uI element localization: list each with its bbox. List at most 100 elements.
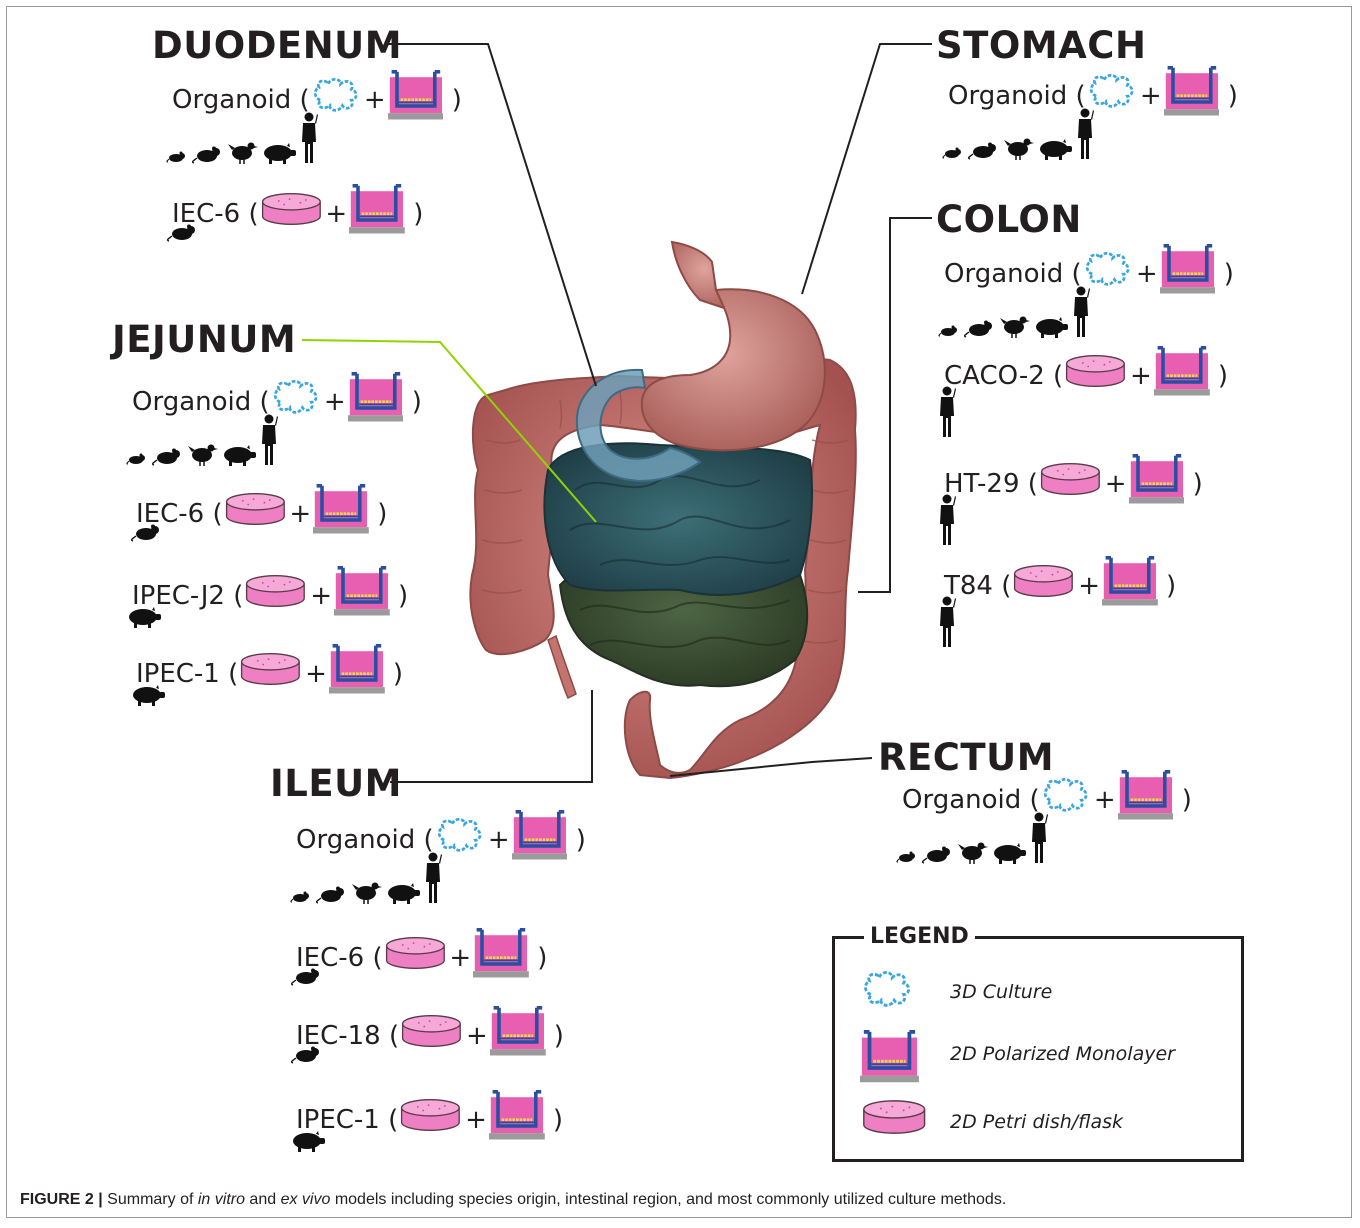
- open-paren: (: [240, 196, 258, 232]
- duodenum-region-title: DUODENUM: [152, 26, 402, 66]
- colon-species-strip: [938, 386, 959, 442]
- model-label: CACO-2: [944, 358, 1045, 394]
- duodenum-species-strip: [166, 224, 203, 246]
- petri-dish-icon: [1038, 461, 1103, 507]
- transwell-monolayer-icon: [1102, 556, 1158, 616]
- open-paren: (: [220, 656, 238, 692]
- human-icon: [1076, 108, 1094, 164]
- duodenum-species-strip: [166, 112, 321, 168]
- plus-sign: +: [447, 940, 473, 976]
- rat-icon: [963, 320, 997, 342]
- jejunum-species-strip: [130, 524, 167, 546]
- close-paren: ): [529, 940, 547, 976]
- plus-sign: +: [287, 496, 313, 532]
- plus-sign: +: [1076, 568, 1102, 604]
- transwell-monolayer-icon: [313, 484, 369, 544]
- open-paren: (: [1045, 358, 1063, 394]
- plus-sign: +: [1103, 466, 1129, 502]
- open-paren: (: [993, 568, 1011, 604]
- plus-sign: +: [322, 384, 348, 420]
- plus-sign: +: [463, 1102, 489, 1138]
- petri-dish-icon: [383, 935, 448, 981]
- transwell-monolayer-icon: [1129, 454, 1185, 514]
- petri-dish-icon: [259, 191, 324, 237]
- transwell-monolayer-icon: [1164, 66, 1220, 126]
- petri-dish-icon: [238, 651, 303, 697]
- petri-dish-icon: [399, 1013, 464, 1059]
- close-paren: ): [403, 384, 421, 420]
- colon-model-row: T84 (+ ): [944, 556, 1176, 616]
- close-paren: ): [1158, 568, 1176, 604]
- jejunum-model-row: IPEC-J2 (+ ): [132, 566, 408, 626]
- open-paren: (: [364, 940, 382, 976]
- rat-icon: [191, 146, 225, 168]
- human-icon: [938, 494, 956, 550]
- chicken-icon: [188, 442, 218, 470]
- mouse-icon: [290, 889, 312, 908]
- caption-text-part: models including species origin, intesti…: [330, 1191, 1006, 1208]
- close-paren: ): [1219, 78, 1237, 114]
- colon-model-row: CACO-2 (+ ): [944, 346, 1228, 406]
- rat-icon: [315, 886, 349, 908]
- open-paren: (: [380, 1102, 398, 1138]
- stomach-species-strip: [942, 108, 1097, 164]
- close-paren: ): [1184, 466, 1202, 502]
- plus-sign: +: [362, 82, 388, 118]
- jejunum-model-row: IPEC-1 (+ ): [136, 644, 403, 704]
- plus-sign: +: [303, 656, 329, 692]
- plus-sign: +: [1138, 78, 1164, 114]
- petri-dish-icon: [1063, 353, 1128, 399]
- human-icon: [1030, 812, 1048, 868]
- petri-dish-icon: [223, 491, 288, 537]
- transwell-monolayer-icon: [490, 1006, 546, 1066]
- caption-text-part: ex vivo: [281, 1191, 331, 1208]
- chicken-icon: [1004, 136, 1034, 164]
- ileum-model-row: IEC-18 (+ ): [296, 1006, 564, 1066]
- human-icon: [300, 112, 318, 168]
- jejunum-species-strip: [126, 414, 281, 470]
- pig-icon: [130, 684, 166, 710]
- open-paren: (: [204, 496, 222, 532]
- petri-dish-icon: [243, 573, 308, 619]
- ileum-species-strip: [290, 968, 327, 990]
- jejunum-region-title: JEJUNUM: [112, 320, 296, 360]
- human-icon: [424, 852, 442, 908]
- rat-icon: [290, 968, 324, 990]
- pig-icon: [1033, 316, 1069, 342]
- plus-sign: +: [323, 196, 349, 232]
- pig-icon: [1037, 138, 1073, 164]
- stomach-leader-line: [802, 44, 932, 294]
- pig-icon: [126, 606, 162, 632]
- jejunum-model-row: IEC-6 (+ ): [136, 484, 387, 544]
- human-icon: [1072, 286, 1090, 342]
- jejunum-species-strip: [126, 606, 165, 632]
- chicken-icon: [228, 140, 258, 168]
- pig-icon: [991, 842, 1027, 868]
- jejunum-species-strip: [130, 684, 169, 710]
- figure-caption: FIGURE 2 | Summary of in vitro and ex vi…: [20, 1189, 1006, 1211]
- mouse-icon: [166, 149, 188, 168]
- close-paren: ): [567, 822, 585, 858]
- close-paren: ): [546, 1018, 564, 1054]
- plus-sign: +: [1092, 782, 1118, 818]
- mouse-icon: [942, 145, 964, 164]
- ileum-species-strip: [290, 1130, 329, 1156]
- colon-species-strip: [938, 286, 1093, 342]
- pig-icon: [221, 444, 257, 470]
- ileum-species-strip: [290, 1046, 327, 1068]
- transwell-monolayer-icon: [334, 566, 390, 626]
- close-paren: ): [545, 1102, 563, 1138]
- appendix-shape: [548, 636, 576, 698]
- legend-organoid-icon: [860, 968, 915, 1014]
- ileum-leader-line: [390, 690, 592, 782]
- stomach-region-title: STOMACH: [936, 26, 1146, 66]
- transwell-monolayer-icon: [1160, 244, 1216, 304]
- colon-species-strip: [938, 596, 959, 652]
- chicken-icon: [352, 880, 382, 908]
- legend-item-label: 2D Petri dish/flask: [950, 1110, 1123, 1134]
- transwell-monolayer-icon: [1118, 770, 1174, 830]
- rat-icon: [166, 224, 200, 246]
- legend-transwell-icon: [860, 1030, 919, 1087]
- close-paren: ): [369, 496, 387, 532]
- plus-sign: +: [464, 1018, 490, 1054]
